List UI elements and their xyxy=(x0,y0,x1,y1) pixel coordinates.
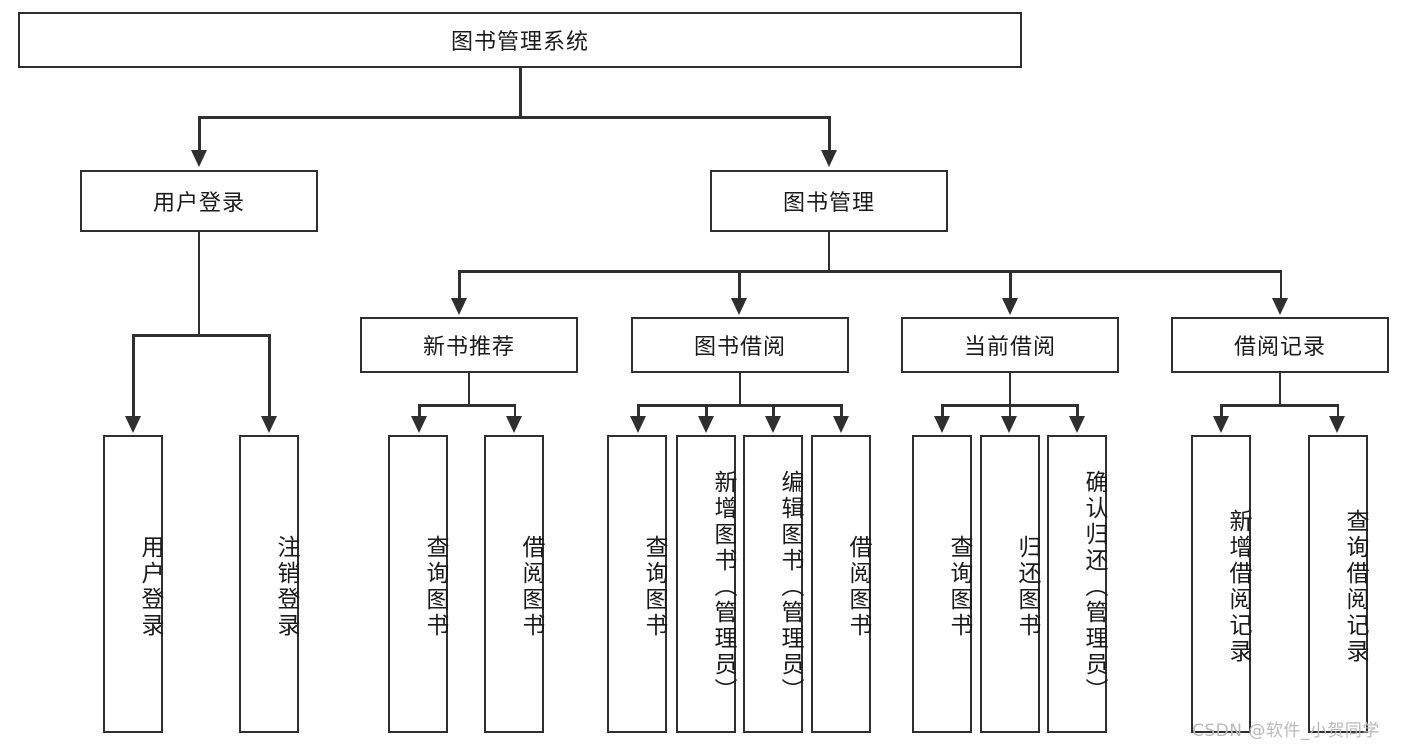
node-label: 当前借阅 xyxy=(963,335,1056,360)
arrow-bm-to-l3-4 xyxy=(1272,298,1288,315)
leaf-cb-return-book[interactable]: 归还图书 xyxy=(980,435,1040,733)
leaf-bb-add-book-admin[interactable]: 新增图书（管理员） xyxy=(676,435,736,733)
node-label: 查询图书 xyxy=(641,535,667,639)
edge-nbr-to-leaf-2 xyxy=(513,404,516,418)
edge-cb-to-leaf-2 xyxy=(1008,404,1011,418)
arrow-bb-to-leaf-2 xyxy=(698,416,714,433)
node-label: 新增借阅记录 xyxy=(1225,509,1251,665)
node-book-borrow[interactable]: 图书借阅 xyxy=(631,317,849,373)
node-label: 确认归还（管理员） xyxy=(1081,470,1107,704)
node-label: 借阅记录 xyxy=(1233,335,1326,360)
arrow-bb-to-leaf-4 xyxy=(833,416,849,433)
node-label: 新增图书（管理员） xyxy=(710,470,736,704)
arrow-bm-to-l3-3 xyxy=(1002,298,1018,315)
arrow-cb-to-leaf-2 xyxy=(1001,416,1017,433)
edge-book-management-trunk xyxy=(827,232,830,272)
node-label: 查询图书 xyxy=(946,535,972,639)
edge-bm-to-l3-2 xyxy=(738,270,741,300)
edge-bb-bar xyxy=(637,404,842,407)
node-label: 借阅图书 xyxy=(845,535,871,639)
edge-bm-to-l3-3 xyxy=(1009,270,1012,300)
node-borrow-record[interactable]: 借阅记录 xyxy=(1171,317,1389,373)
edge-book-management-bar xyxy=(458,270,1282,273)
arrow-root-to-user-login xyxy=(191,150,207,167)
edge-user-login-to-leaf-1 xyxy=(132,334,135,418)
edge-bb-to-leaf-4 xyxy=(840,404,843,418)
arrow-br-to-leaf-1 xyxy=(1213,416,1229,433)
node-label: 编辑图书（管理员） xyxy=(777,470,803,704)
arrow-user-login-to-leaf-1 xyxy=(125,416,141,433)
node-label: 图书管理 xyxy=(782,191,875,216)
arrow-br-to-leaf-2 xyxy=(1329,416,1345,433)
arrow-root-to-book-management xyxy=(821,150,837,167)
leaf-cb-confirm-return-admin[interactable]: 确认归还（管理员） xyxy=(1047,435,1107,733)
arrow-user-login-to-leaf-2 xyxy=(261,416,277,433)
leaf-br-query-record[interactable]: 查询借阅记录 xyxy=(1308,435,1368,733)
node-label: 新书推荐 xyxy=(422,335,515,360)
node-root-book-management-system[interactable]: 图书管理系统 xyxy=(18,12,1022,68)
node-book-management[interactable]: 图书管理 xyxy=(710,170,948,232)
arrow-nbr-to-leaf-2 xyxy=(506,416,522,433)
node-label: 注销登录 xyxy=(273,535,299,639)
edge-nbr-bar xyxy=(418,404,516,407)
edge-br-bar xyxy=(1220,404,1339,407)
node-label: 用户登录 xyxy=(152,191,245,216)
node-label: 查询借阅记录 xyxy=(1342,509,1368,665)
leaf-nbr-borrow-book[interactable]: 借阅图书 xyxy=(484,435,544,733)
leaf-br-add-record[interactable]: 新增借阅记录 xyxy=(1191,435,1251,733)
edge-bm-to-l3-1 xyxy=(458,270,461,300)
leaf-bb-query-book[interactable]: 查询图书 xyxy=(607,435,667,733)
leaf-user-login-login[interactable]: 用户登录 xyxy=(103,435,163,733)
edge-bb-to-leaf-1 xyxy=(637,404,640,418)
node-label: 用户登录 xyxy=(137,535,163,639)
edge-bb-to-leaf-3 xyxy=(772,404,775,418)
edge-br-to-leaf-1 xyxy=(1220,404,1223,418)
node-label: 图书借阅 xyxy=(693,335,786,360)
edge-user-login-trunk xyxy=(197,232,200,336)
edge-user-login-bar xyxy=(132,334,270,337)
edge-bm-to-l3-4 xyxy=(1279,270,1282,300)
arrow-bb-to-leaf-1 xyxy=(630,416,646,433)
edge-user-login-to-leaf-2 xyxy=(268,334,271,418)
node-label: 借阅图书 xyxy=(518,535,544,639)
edge-cb-to-leaf-1 xyxy=(941,404,944,418)
edge-nbr-trunk xyxy=(467,373,470,406)
edge-root-to-book-management xyxy=(828,116,831,152)
watermark: CSDN @软件_小贺同学 xyxy=(1192,721,1380,741)
node-user-login[interactable]: 用户登录 xyxy=(80,170,318,232)
leaf-bb-borrow-book[interactable]: 借阅图书 xyxy=(811,435,871,733)
arrow-bm-to-l3-1 xyxy=(451,298,467,315)
arrow-bm-to-l3-2 xyxy=(731,298,747,315)
node-new-book-recommend[interactable]: 新书推荐 xyxy=(360,317,578,373)
leaf-bb-edit-book-admin[interactable]: 编辑图书（管理员） xyxy=(743,435,803,733)
edge-nbr-to-leaf-1 xyxy=(418,404,421,418)
edge-br-trunk xyxy=(1278,373,1281,406)
edge-root-distribution-bar xyxy=(198,116,830,119)
node-label: 查询图书 xyxy=(422,535,448,639)
edge-bb-to-leaf-2 xyxy=(705,404,708,418)
edge-cb-to-leaf-3 xyxy=(1076,404,1079,418)
node-label: 图书管理系统 xyxy=(450,30,589,55)
arrow-cb-to-leaf-3 xyxy=(1069,416,1085,433)
arrow-cb-to-leaf-1 xyxy=(934,416,950,433)
node-label: 归还图书 xyxy=(1014,535,1040,639)
edge-bb-trunk xyxy=(738,373,741,406)
leaf-cb-query-book[interactable]: 查询图书 xyxy=(912,435,972,733)
edge-cb-trunk xyxy=(1008,373,1011,406)
leaf-user-login-logout[interactable]: 注销登录 xyxy=(239,435,299,733)
edge-br-to-leaf-2 xyxy=(1336,404,1339,418)
arrow-bb-to-leaf-3 xyxy=(765,416,781,433)
leaf-nbr-query-book[interactable]: 查询图书 xyxy=(388,435,448,733)
edge-root-to-user-login xyxy=(198,116,201,152)
arrow-nbr-to-leaf-1 xyxy=(411,416,427,433)
node-current-borrow[interactable]: 当前借阅 xyxy=(901,317,1119,373)
edge-root-trunk xyxy=(519,68,522,118)
